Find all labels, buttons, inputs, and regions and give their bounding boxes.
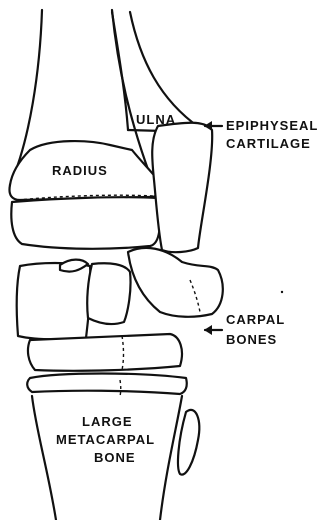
carpal-bone-3 (128, 248, 223, 317)
carpal-bone-4 (28, 334, 182, 371)
label-carpal-line2: BONES (226, 332, 277, 347)
splint-bone (178, 410, 199, 475)
radius-epiphysis (11, 197, 160, 249)
label-radius: RADIUS (52, 163, 108, 178)
metacarpal-proximal (27, 374, 187, 395)
metacarpal-growth-line (120, 380, 121, 396)
carpal-bone-1 (17, 263, 91, 339)
ulna-shaft-left (112, 12, 128, 130)
label-epiphyseal-line2: CARTILAGE (226, 136, 311, 151)
carpal-bone-2 (87, 263, 130, 324)
label-metacarpal-line2: METACARPAL (56, 432, 155, 447)
speck (281, 291, 283, 293)
metacarpal-shaft-left (32, 396, 56, 520)
ulna-shaft-right (130, 12, 200, 128)
label-ulna: ULNA (136, 112, 176, 127)
label-metacarpal-line3: BONE (94, 450, 136, 465)
ulna-epiphysis (152, 123, 212, 252)
label-carpal-line1: CARPAL (226, 312, 285, 327)
label-epiphyseal-line1: EPIPHYSEAL (226, 118, 318, 133)
label-metacarpal-line1: LARGE (82, 414, 133, 429)
carpal-arrow-head (204, 325, 212, 335)
